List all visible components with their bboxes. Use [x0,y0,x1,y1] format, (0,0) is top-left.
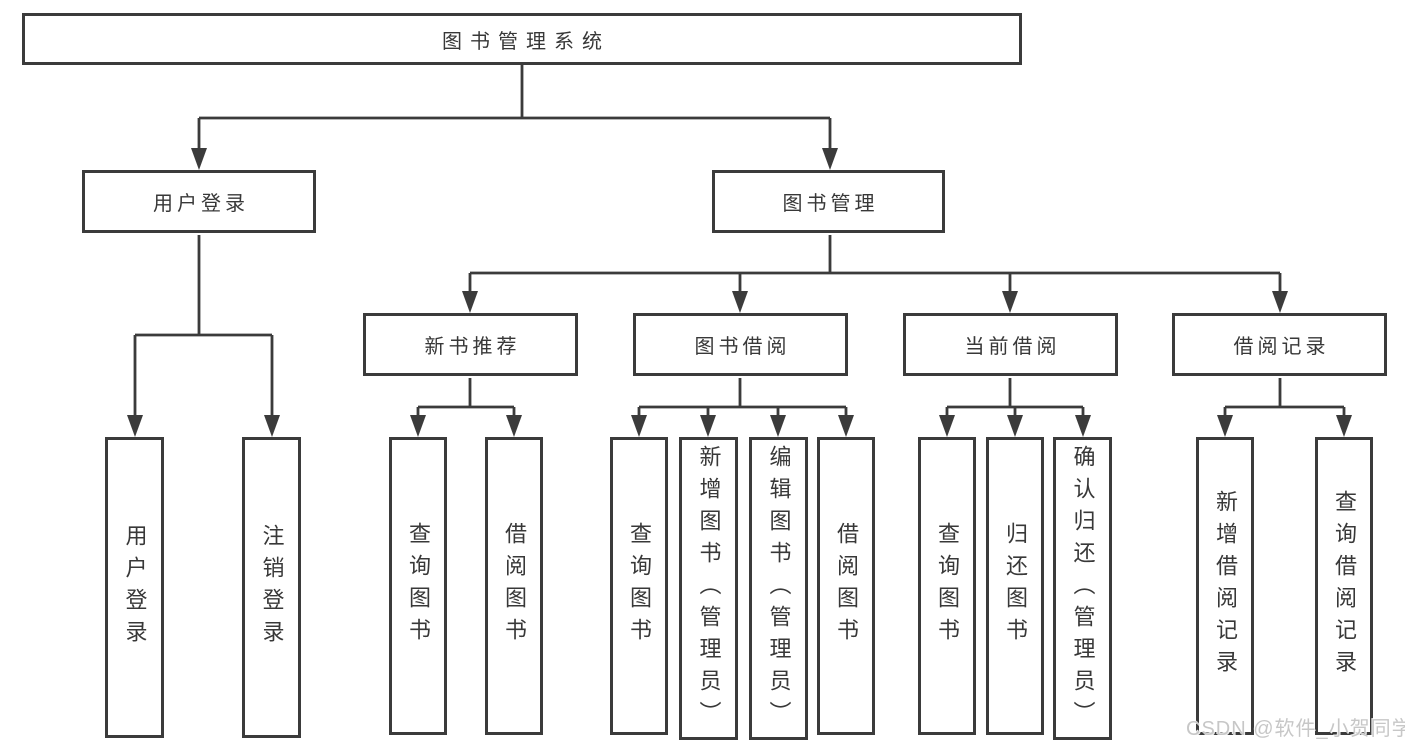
connector-root [197,64,832,150]
node-user-login: 用户登录 [82,170,316,233]
connector-book-management [468,235,1282,293]
arrow-down-icon [822,148,838,170]
leaf-user-login: 用户登录 [105,437,164,738]
leaf-add-borrow-record: 新增借阅记录 [1196,437,1254,735]
leaf-label: 查询图书 [406,522,431,650]
arrow-down-icon [191,148,207,170]
leaf-label: 查询图书 [935,522,960,650]
arrow-down-icon [410,415,426,437]
connector-book-borrow [637,378,848,417]
arrow-down-icon [1007,415,1023,437]
leaf-confirm-return-admin: 确认归还（管理员） [1053,437,1112,740]
arrow-down-icon [631,415,647,437]
leaf-query-books-recommend: 查询图书 [389,437,447,735]
leaf-borrow-books-recommend: 借阅图书 [485,437,543,735]
leaf-label: 用户登录 [122,523,148,652]
arrow-down-icon [127,415,143,437]
leaf-label: 借阅图书 [834,522,859,650]
leaf-label: 注销登录 [259,523,285,652]
leaf-label: 归还图书 [1003,522,1028,650]
leaf-label: 查询借阅记录 [1332,490,1357,682]
arrow-down-icon [1075,415,1091,437]
leaf-label: 确认归还（管理员） [1070,444,1096,733]
leaf-query-borrow-record: 查询借阅记录 [1315,437,1373,735]
arrowheads [127,148,1352,437]
arrow-down-icon [732,291,748,313]
node-new-book-recommend: 新书推荐 [363,313,578,376]
connector-new-book [416,378,516,417]
arrow-down-icon [1002,291,1018,313]
arrow-down-icon [838,415,854,437]
leaf-label: 编辑图书（管理员） [766,444,792,733]
node-root-system: 图书管理系统 [22,13,1022,65]
connector-current-borrow [945,378,1085,417]
leaf-borrow-books: 借阅图书 [817,437,875,735]
arrow-down-icon [700,415,716,437]
connector-borrow-records [1223,378,1346,417]
connector-user-login [133,235,274,417]
arrow-down-icon [1336,415,1352,437]
node-book-borrow: 图书借阅 [633,313,848,376]
leaf-label: 新增借阅记录 [1213,490,1238,682]
leaf-edit-book-admin: 编辑图书（管理员） [749,437,808,740]
arrow-down-icon [462,291,478,313]
leaf-logout: 注销登录 [242,437,301,738]
csdn-watermark: CSDN @软件_小贺同学 [1186,718,1405,740]
leaf-return-books: 归还图书 [986,437,1044,735]
leaf-label: 查询图书 [627,522,652,650]
arrow-down-icon [1217,415,1233,437]
node-book-management: 图书管理 [712,170,945,233]
node-current-borrow: 当前借阅 [903,313,1118,376]
arrow-down-icon [770,415,786,437]
leaf-query-books-current: 查询图书 [918,437,976,735]
arrow-down-icon [1272,291,1288,313]
leaf-add-book-admin: 新增图书（管理员） [679,437,738,740]
node-borrow-records: 借阅记录 [1172,313,1387,376]
leaf-label: 借阅图书 [502,522,527,650]
leaf-query-books-borrow: 查询图书 [610,437,668,735]
leaf-label: 新增图书（管理员） [696,444,722,733]
arrow-down-icon [506,415,522,437]
arrow-down-icon [264,415,280,437]
arrow-down-icon [939,415,955,437]
